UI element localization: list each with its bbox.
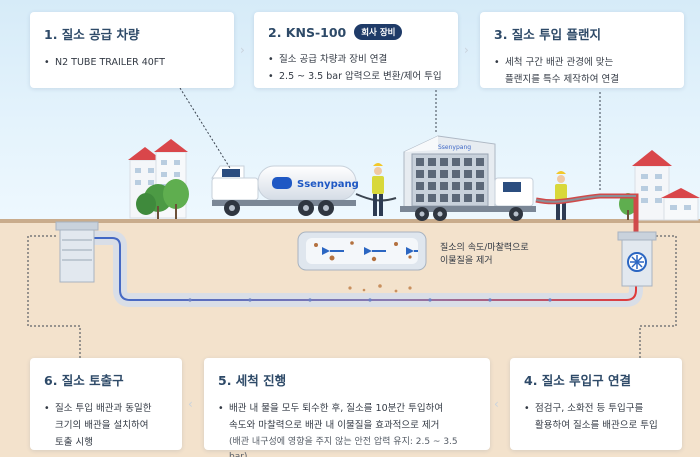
step-2-item: 질소 공급 차량과 장비 연결	[268, 52, 444, 67]
company-equipment-badge: 회사 장비	[354, 24, 403, 40]
callout-line-1: 질소의 속도/마찰력으로	[440, 243, 529, 253]
discharge-outlet-well	[55, 221, 99, 283]
flow-arrow-5-6: ‹	[188, 397, 193, 411]
step-5-pressure-note: (배관 내구성에 영향을 주지 않는 안전 압력 유지: 2.5 ~ 3.5 b…	[229, 437, 458, 457]
injection-hose-inner	[535, 195, 636, 203]
flow-arrow-4-5: ‹	[494, 397, 499, 411]
step-5-item-continued: 속도와 마찰력으로 배관 내 이물질을 효과적으로 제거	[229, 420, 440, 431]
step-2-title-row: 2. KNS-100 회사 장비	[268, 24, 444, 40]
nitrogen-tanker-truck: Ssenypang	[211, 165, 359, 216]
step-card-1: 1. 질소 공급 차량 N2 TUBE TRAILER 40FT	[30, 12, 234, 88]
step-card-6: 6. 질소 토출구 질소 투입 배관과 동일한 크기의 배관을 설치하여 토출 …	[30, 358, 182, 450]
step-2-list: 질소 공급 차량과 장비 연결 2.5 ~ 3.5 bar 압력으로 변환/제어…	[268, 52, 444, 84]
step-3-list: 세척 구간 배관 관경에 맞는 플랜지를 특수 제작하여 연결	[494, 55, 670, 87]
ground-surface-line	[0, 219, 700, 223]
debris-particles	[348, 284, 412, 293]
step-card-5: 5. 세척 진행 배관 내 물을 모두 퇴수한 후, 질소를 10분간 투입하여…	[204, 358, 490, 457]
step-card-4: 4. 질소 투입구 연결 점검구, 소화전 등 투입구를 활용하여 질소를 배관…	[510, 358, 682, 450]
step-4-item-continued: 활용하여 질소를 배관으로 투입	[535, 420, 658, 431]
step-5-item: 배관 내 물을 모두 퇴수한 후, 질소를 10분간 투입하여	[218, 401, 476, 416]
step-1-title: 1. 질소 공급 차량	[44, 27, 140, 42]
step-1-item: N2 TUBE TRAILER 40FT	[44, 55, 220, 70]
worker-left	[372, 163, 384, 216]
truck-brand-label: Ssenypang	[297, 179, 359, 190]
step-5-list: 배관 내 물을 모두 퇴수한 후, 질소를 10분간 투입하여 속도와 마찰력으…	[218, 401, 476, 457]
step-3-item-continued: 플랜지를 특수 제작하여 연결	[505, 74, 619, 85]
step-4-list: 점검구, 소화전 등 투입구를 활용하여 질소를 배관으로 투입	[524, 401, 668, 433]
step-1-list: N2 TUBE TRAILER 40FT	[44, 55, 220, 70]
step-2-item: 2.5 ~ 3.5 bar 압력으로 변환/제어 투입	[268, 69, 444, 84]
step-6-title: 6. 질소 토출구	[44, 373, 124, 388]
leader-lines	[27, 87, 677, 358]
underground-pipe	[92, 231, 643, 307]
flow-arrow-2-3: ›	[464, 43, 469, 57]
step-6-item-continued: 크기의 배관을 설치하여	[55, 420, 149, 431]
injection-inlet-well	[617, 231, 657, 287]
pipe-cross-section	[297, 231, 427, 271]
callout-line-2: 이물질을 제거	[440, 256, 493, 266]
step-2-title: 2. KNS-100	[268, 24, 347, 40]
step-4-item: 점검구, 소화전 등 투입구를	[524, 401, 668, 416]
step-6-item: 질소 투입 배관과 동일한	[44, 401, 168, 416]
step-card-3: 3. 질소 투입 플랜지 세척 구간 배관 관경에 맞는 플랜지를 특수 제작하…	[480, 12, 684, 88]
step-card-2: 2. KNS-100 회사 장비 질소 공급 차량과 장비 연결 2.5 ~ 3…	[254, 12, 458, 88]
cleaning-callout: 질소의 속도/마찰력으로 이물질을 제거	[440, 242, 529, 268]
flow-arrow-1-2: ›	[240, 43, 245, 57]
equipment-brand-label: Ssenypang	[438, 144, 471, 151]
step-6-list: 질소 투입 배관과 동일한 크기의 배관을 설치하여 토출 시행	[44, 401, 168, 450]
step-6-item-continued: 토출 시행	[55, 437, 93, 448]
step-3-item: 세척 구간 배관 관경에 맞는	[494, 55, 670, 70]
step-4-title: 4. 질소 투입구 연결	[524, 373, 632, 388]
step-5-title: 5. 세척 진행	[218, 373, 287, 388]
left-apartments	[128, 139, 189, 219]
worker-right	[555, 171, 567, 220]
kns-100-equipment-truck: Ssenypang	[400, 135, 536, 221]
right-apartments	[619, 150, 700, 221]
step-3-title: 3. 질소 투입 플랜지	[494, 27, 602, 42]
